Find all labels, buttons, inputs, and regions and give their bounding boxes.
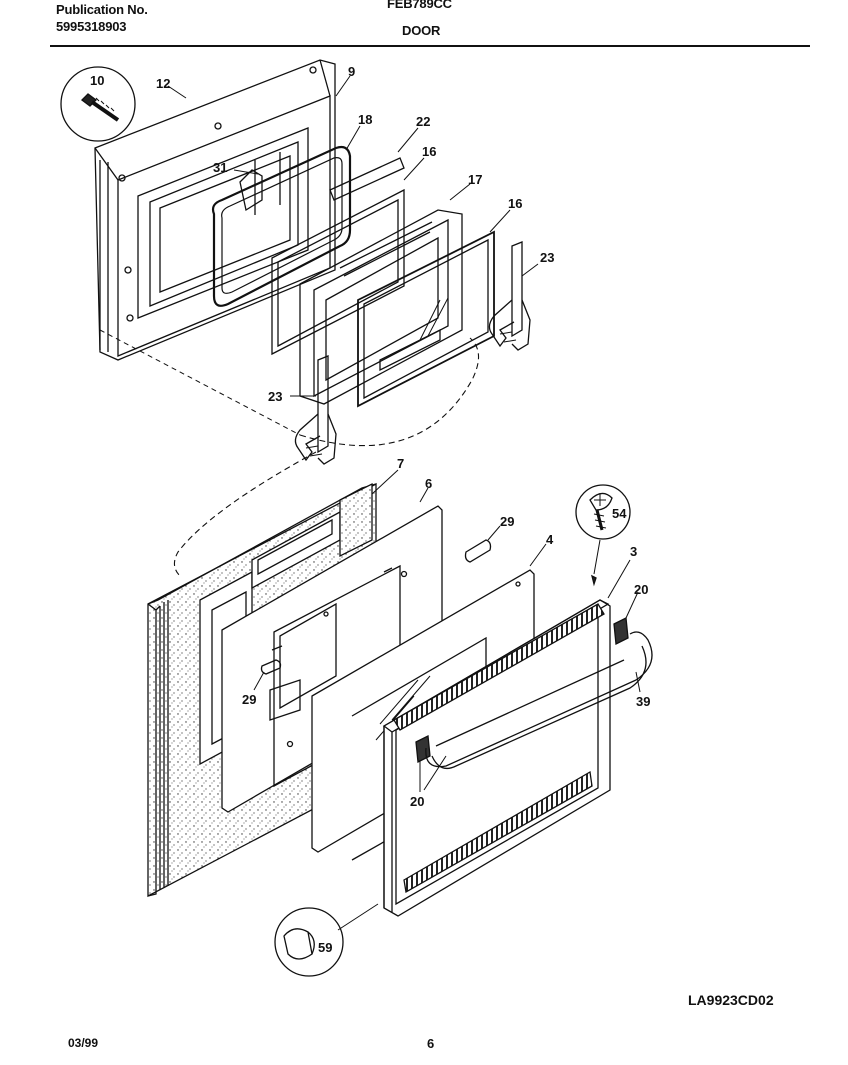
page-number: 6	[427, 1036, 435, 1051]
callout-4: 4	[546, 532, 554, 547]
outer-door-frame-3	[382, 599, 611, 917]
callout-39: 39	[636, 694, 650, 709]
publication-number: 5995318903	[56, 19, 127, 34]
callout-29-right: 29	[500, 514, 514, 529]
glass-frame-17	[299, 209, 463, 405]
callout-10: 10	[90, 73, 104, 88]
callout-29-left: 29	[242, 692, 256, 707]
header-rule	[50, 45, 810, 47]
callout-54: 54	[612, 506, 627, 521]
heat-shield-strip-22	[329, 157, 405, 201]
door-liner-12	[94, 59, 336, 361]
callout-18: 18	[358, 112, 372, 127]
callout-labels: 10 12 9 18 22 16 31 17 16 23 23 7 6 29 4…	[90, 64, 650, 955]
callout-23-left: 23	[268, 389, 282, 404]
callout-23-right: 23	[540, 250, 554, 265]
callout-16b: 16	[508, 196, 522, 211]
callout-17: 17	[468, 172, 482, 187]
hinge-23-left	[294, 355, 337, 465]
bumper-detail-59	[274, 903, 379, 977]
hinge-23-right	[488, 241, 531, 351]
section-title: DOOR	[402, 23, 441, 38]
callout-12: 12	[156, 76, 170, 91]
callout-22: 22	[416, 114, 430, 129]
callout-31: 31	[213, 160, 227, 175]
callout-7: 7	[397, 456, 404, 471]
callout-3: 3	[630, 544, 637, 559]
inner-glass-16a	[271, 188, 405, 356]
callout-9: 9	[348, 64, 355, 79]
footer-date: 03/99	[68, 1036, 99, 1050]
door-handle-39	[425, 631, 653, 770]
callout-59: 59	[318, 940, 332, 955]
callout-6: 6	[425, 476, 432, 491]
drawing-code: LA9923CD02	[688, 992, 774, 1008]
handle-end-cap-20-right	[613, 616, 629, 646]
publication-label: Publication No.	[56, 2, 148, 17]
screw-detail-54	[575, 484, 631, 587]
door-gasket-18	[211, 145, 352, 307]
bushing-29-right	[464, 539, 492, 563]
callout-16a: 16	[422, 144, 436, 159]
model-number: FEB789CC	[387, 0, 452, 11]
callout-20-left: 20	[410, 794, 424, 809]
bushing-29-left	[260, 659, 282, 675]
screw-detail-10	[60, 66, 136, 142]
callout-20-right: 20	[634, 582, 648, 597]
